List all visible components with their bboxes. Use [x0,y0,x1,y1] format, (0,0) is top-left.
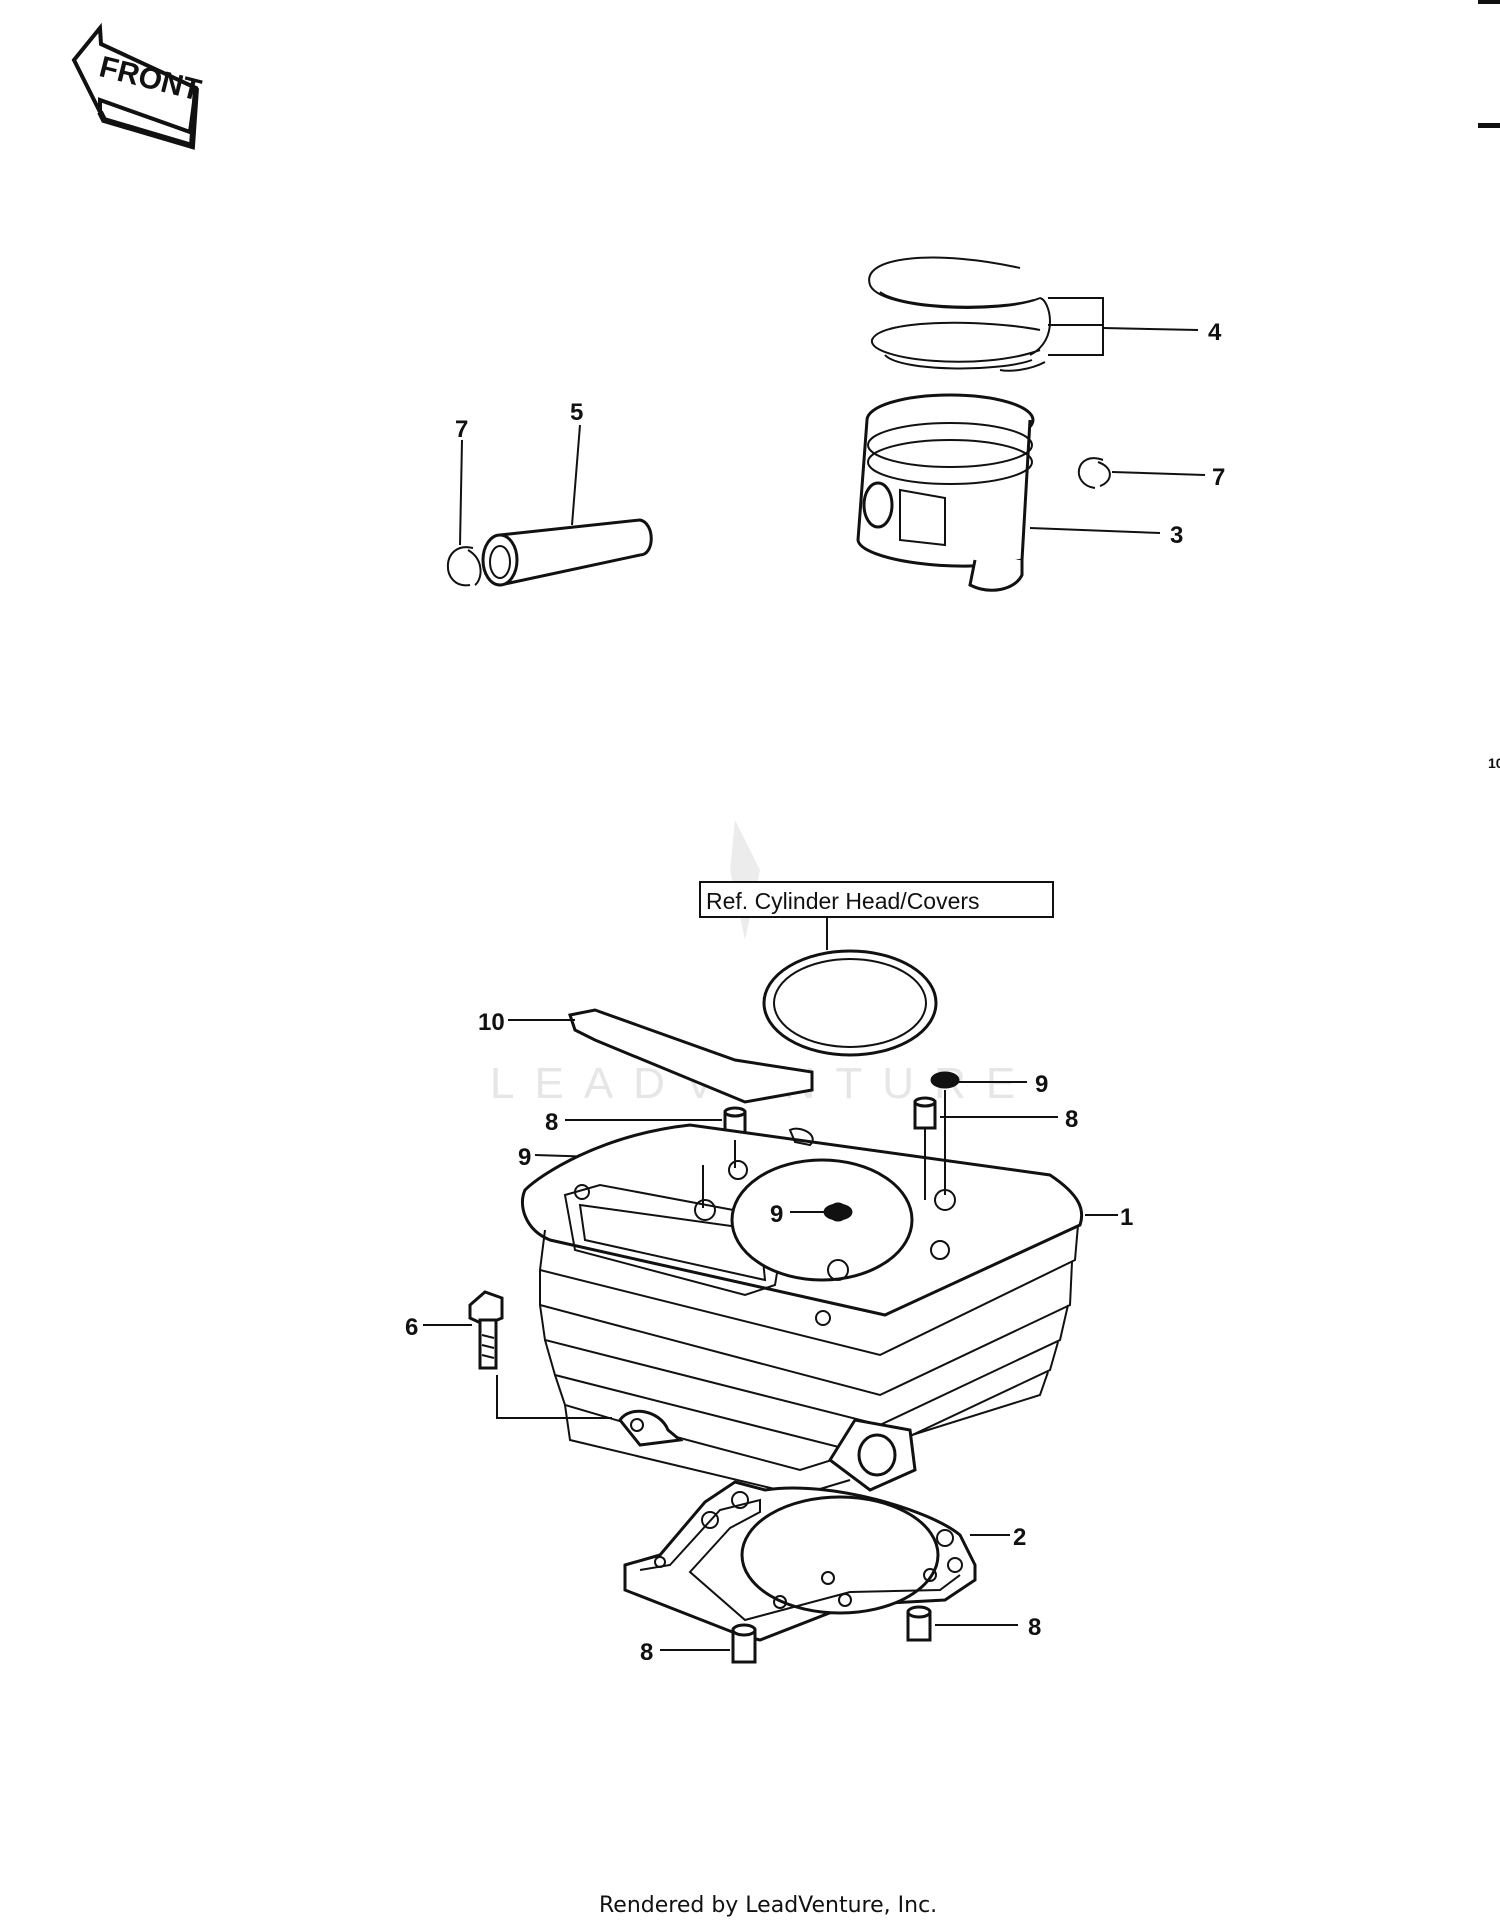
piston-pin-clip-right [1077,457,1111,489]
callout-9-center: 9 [770,1201,783,1228]
callout-4: 4 [1208,319,1222,346]
callout-5: 5 [570,399,583,426]
callout-10: 10 [478,1009,505,1036]
callout-8-left-top: 8 [545,1109,558,1136]
edge-mark-top [1478,0,1500,4]
callout-6: 6 [405,1314,418,1341]
dowel-pin-bottom-left [731,1623,757,1664]
callout-9-top: 9 [1035,1071,1048,1098]
ref-box [699,881,1054,918]
washer-center [823,1203,853,1221]
cylinder-bolt [468,1290,504,1370]
callout-8-bottom-right: 8 [1028,1614,1041,1641]
callout-1: 1 [1120,1204,1133,1231]
callout-3: 3 [1170,522,1183,549]
ref-box-text: Ref. Cylinder Head/Covers [706,888,980,914]
edge-mark-mid [1478,123,1500,128]
cover-gasket [568,1008,814,1104]
front-arrow-icon: FRONT [71,22,204,150]
washer-right [930,1071,960,1089]
callout-8-right-top: 8 [1065,1106,1078,1133]
footer-credit: Rendered by LeadVenture, Inc. [599,1893,937,1918]
callout-7-left: 7 [455,416,468,443]
watermark-flame-icon [730,820,760,940]
dowel-pin-bottom-right [906,1605,932,1642]
callout-8-bottom-left: 8 [640,1639,653,1666]
callout-7-right: 7 [1212,464,1225,491]
piston [856,393,1035,592]
piston-pin [481,518,653,587]
piston-pin-clip-left [446,546,482,587]
cylinder-block [520,1123,1084,1497]
callout-9-left: 9 [518,1144,531,1171]
piston-rings [868,256,1051,372]
callout-2: 2 [1013,1524,1026,1551]
edge-label: 10 [1488,755,1500,771]
head-o-ring [762,949,938,1057]
dowel-pin-top-right [913,1096,937,1130]
base-gasket [623,1480,977,1642]
